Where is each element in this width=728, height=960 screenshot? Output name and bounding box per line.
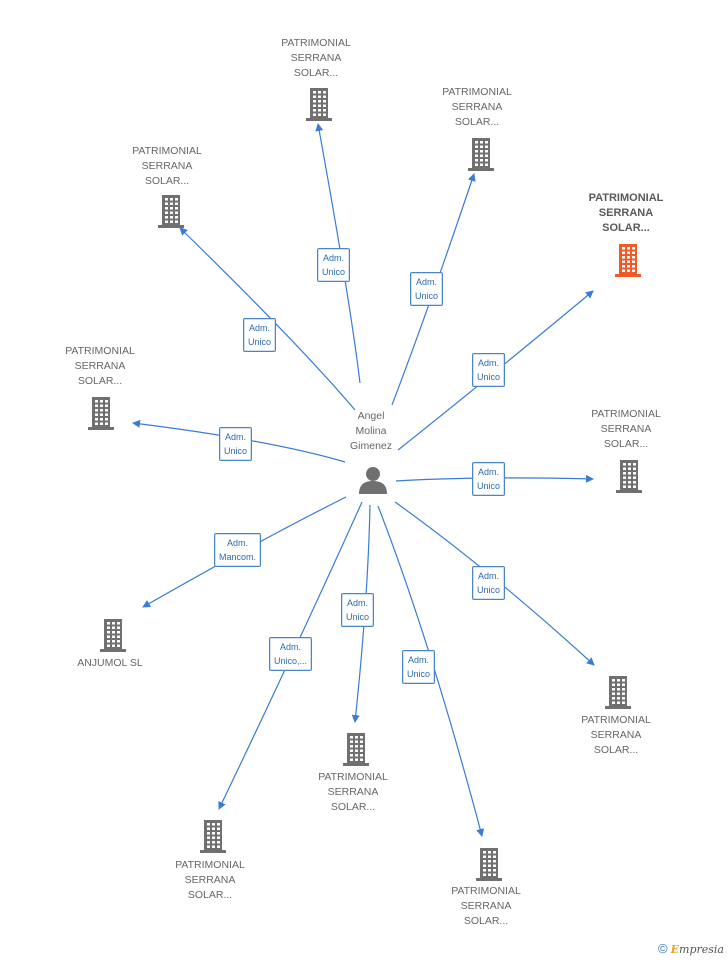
building-icon[interactable] bbox=[303, 86, 335, 127]
company-label[interactable]: PATRIMONIAL SERRANA SOLAR... bbox=[175, 859, 245, 901]
role-badge: Adm. Unico bbox=[402, 650, 436, 684]
building-icon[interactable] bbox=[602, 674, 634, 715]
building-icon[interactable] bbox=[97, 617, 129, 658]
building-icon[interactable] bbox=[613, 458, 645, 499]
building-icon[interactable] bbox=[197, 818, 229, 859]
role-badge: Adm. Unico bbox=[243, 318, 277, 352]
company-label[interactable]: PATRIMONIAL SERRANA SOLAR... bbox=[132, 145, 202, 187]
role-badge: Adm. Unico bbox=[410, 272, 444, 306]
company-label[interactable]: ANJUMOL SL bbox=[77, 657, 143, 669]
copyright-icon: © bbox=[657, 941, 668, 956]
company-label[interactable]: PATRIMONIAL SERRANA SOLAR... bbox=[281, 37, 351, 79]
company-label[interactable]: PATRIMONIAL SERRANA SOLAR... bbox=[451, 885, 521, 927]
role-badge: Adm. Unico bbox=[219, 427, 253, 461]
building-icon[interactable] bbox=[612, 242, 644, 283]
brand-logo-letter: E bbox=[670, 943, 680, 956]
role-badge: Adm. Unico bbox=[341, 593, 375, 627]
building-icon[interactable] bbox=[465, 136, 497, 177]
role-badge: Adm. Unico bbox=[317, 248, 351, 282]
person-icon[interactable] bbox=[358, 465, 388, 500]
company-label[interactable]: PATRIMONIAL SERRANA SOLAR... bbox=[591, 408, 661, 450]
relationship-edge bbox=[132, 419, 346, 463]
company-label[interactable]: PATRIMONIAL SERRANA SOLAR... bbox=[65, 345, 135, 387]
building-icon[interactable] bbox=[473, 846, 505, 887]
role-badge: Adm. Mancom. bbox=[214, 533, 262, 567]
brand-logo-text: mpresia bbox=[679, 943, 724, 956]
company-label[interactable]: PATRIMONIAL SERRANA SOLAR... bbox=[588, 192, 664, 234]
building-icon[interactable] bbox=[340, 731, 372, 772]
role-badge: Adm. Unico bbox=[472, 353, 506, 387]
brand-footer: © Empresia bbox=[658, 941, 724, 956]
company-label[interactable]: PATRIMONIAL SERRANA SOLAR... bbox=[318, 771, 388, 813]
company-label[interactable]: PATRIMONIAL SERRANA SOLAR... bbox=[581, 714, 651, 756]
role-badge: Adm. Unico,... bbox=[269, 637, 313, 671]
company-label[interactable]: PATRIMONIAL SERRANA SOLAR... bbox=[442, 86, 512, 128]
building-icon[interactable] bbox=[155, 193, 187, 234]
center-person-name[interactable]: Angel Molina Gimenez bbox=[349, 410, 392, 452]
role-badge: Adm. Unico bbox=[472, 566, 506, 600]
relationship-edge bbox=[179, 227, 356, 411]
role-badge: Adm. Unico bbox=[472, 462, 506, 496]
building-icon[interactable] bbox=[85, 395, 117, 436]
